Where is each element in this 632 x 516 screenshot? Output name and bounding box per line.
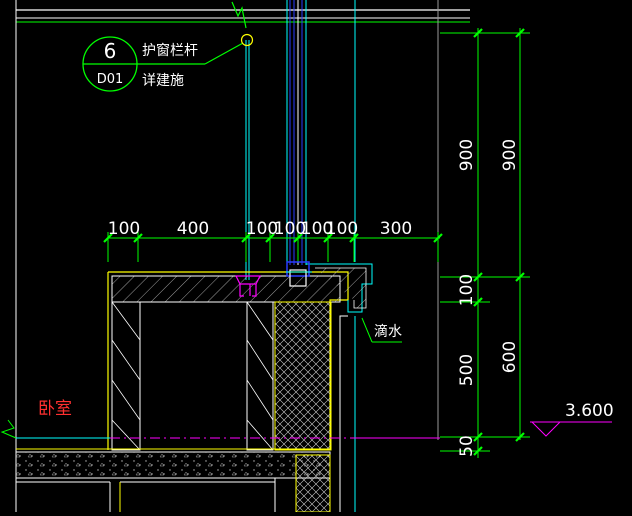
callout-sheet: D01 [97, 72, 124, 87]
top-dimension-chain: 100 400 100 100 100 100 300 [103, 219, 443, 262]
top-dim-1: 100 [108, 219, 140, 239]
sill-section [107, 263, 373, 512]
break-line-top [231, 1, 247, 29]
drip-callout: 滴水 [361, 317, 402, 343]
leader-dot [240, 33, 254, 47]
elevation-value: 3.600 [565, 401, 614, 421]
top-dim-4: 100 [274, 219, 306, 239]
window-frame [245, 0, 439, 440]
top-dim-5: 100 [301, 219, 333, 239]
room-label: 卧室 [38, 399, 72, 419]
callout-note-line2: 详建施 [142, 73, 184, 89]
railing-clip [235, 275, 261, 297]
floor-slab [15, 437, 440, 513]
right-inner-dim-2: 100 [457, 274, 477, 306]
top-dim-3: 100 [246, 219, 278, 239]
right-inner-dim-4: 50 [457, 435, 477, 457]
break-line-left [0, 419, 17, 439]
right-inner-dim-3: 500 [457, 354, 477, 386]
right-dimension-chains: 900 100 500 50 900 600 [440, 28, 530, 458]
callout-number: 6 [104, 39, 117, 63]
right-outer-dim-2: 600 [500, 341, 520, 373]
leader-line [204, 42, 244, 65]
window-sash-clip [286, 261, 312, 287]
top-dim-6: 100 [326, 219, 358, 239]
top-slab [16, 1, 470, 29]
elevation-mark: 3.600 [530, 401, 614, 437]
detail-callout: 6 D01 护窗栏杆 详建施 [82, 33, 254, 92]
drip-label: 滴水 [374, 323, 402, 340]
right-outer-dim-1: 900 [500, 139, 520, 171]
top-dim-7: 300 [380, 219, 412, 239]
top-dim-2: 400 [177, 219, 209, 239]
right-inner-dim-1: 900 [457, 139, 477, 171]
callout-note-line1: 护窗栏杆 [142, 42, 198, 59]
